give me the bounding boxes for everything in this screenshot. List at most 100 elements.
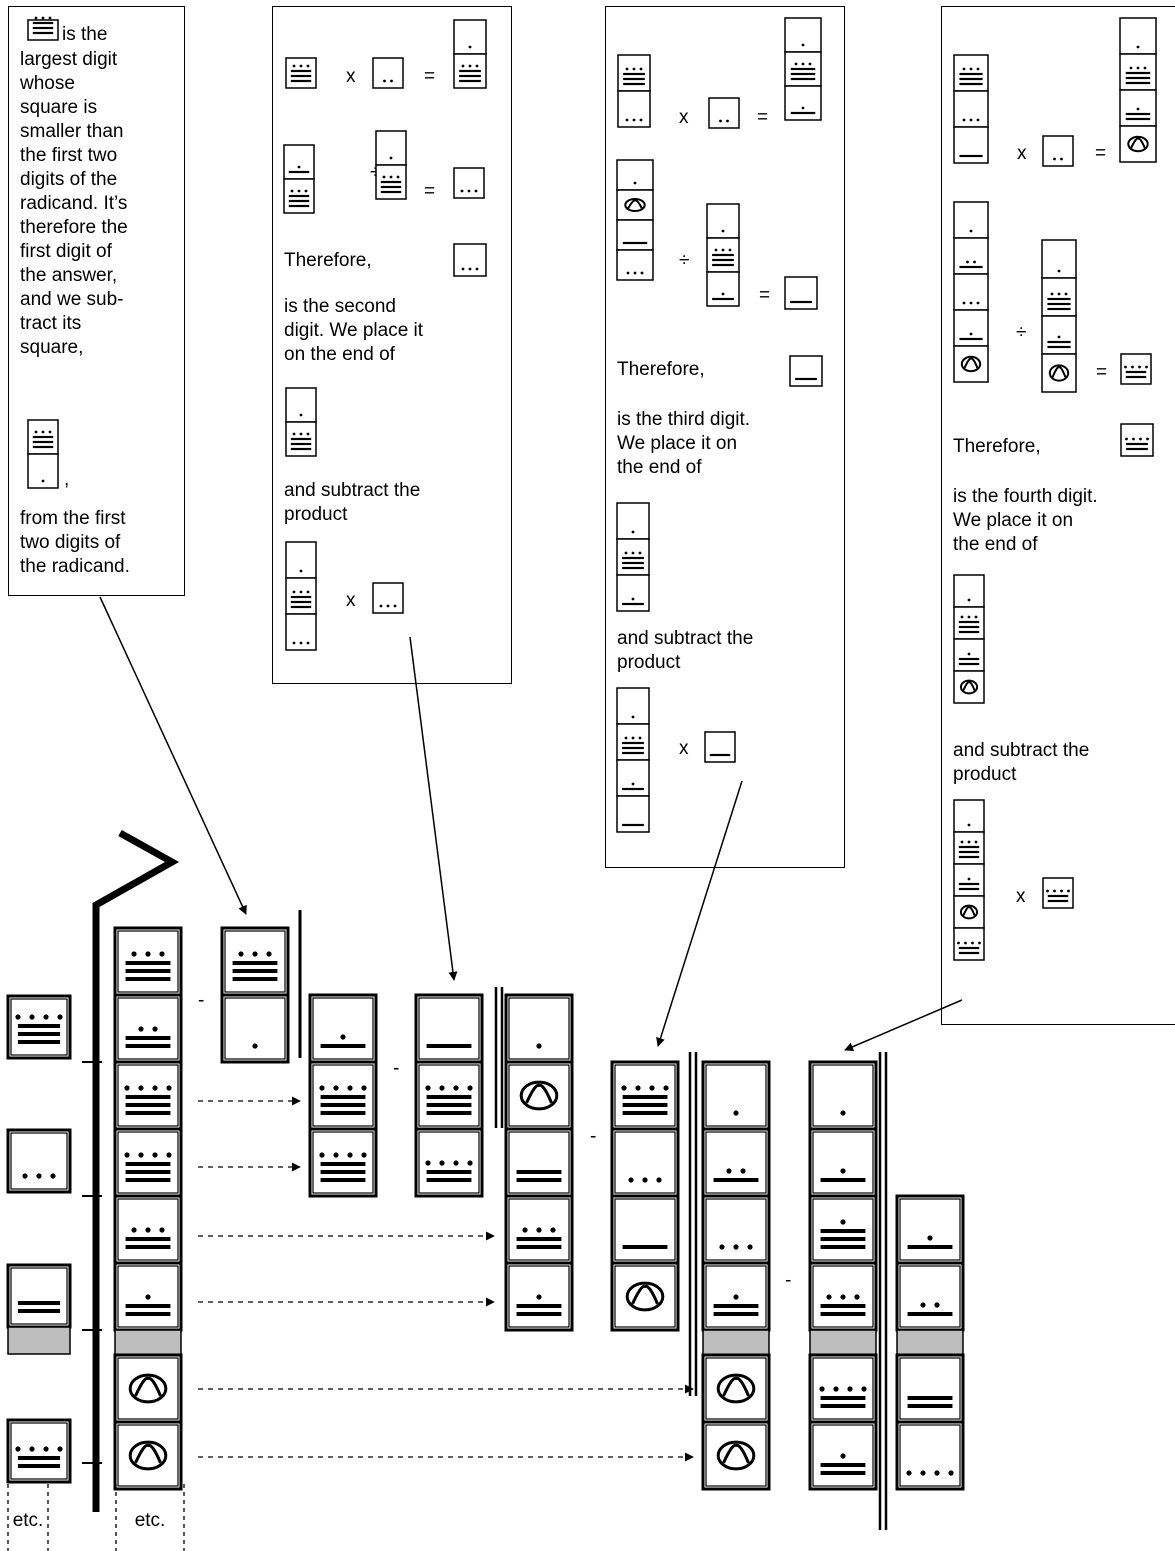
dot-stroke — [826, 1294, 832, 1300]
bar-stroke — [17, 1024, 61, 1028]
bar-stroke — [290, 442, 312, 446]
digit-cell — [504, 1127, 574, 1198]
dot-stroke — [920, 1302, 926, 1308]
bar-stroke — [958, 657, 980, 661]
digit-cell — [6, 1128, 72, 1194]
digit-cell — [616, 219, 654, 251]
digit-cell — [113, 1353, 183, 1424]
digit-cell — [6, 1263, 72, 1329]
dot-stroke — [728, 248, 732, 252]
dot-stroke — [299, 641, 303, 645]
bar-stroke — [713, 1178, 759, 1182]
dot-stroke — [1145, 365, 1148, 369]
minus-sign: - — [785, 1270, 792, 1291]
dot-stroke — [297, 189, 301, 193]
box1-line-12: tract its — [20, 313, 82, 334]
bar-stroke — [320, 1178, 366, 1182]
shell-zero-glyph — [128, 1440, 168, 1471]
bar-stroke — [320, 1170, 366, 1174]
box1-line-14: , — [64, 469, 70, 490]
dot-stroke — [1136, 45, 1140, 49]
bar-stroke — [1125, 76, 1151, 80]
shell-curve — [722, 1376, 750, 1397]
digit-cell — [414, 993, 484, 1064]
dot-stroke — [361, 1085, 367, 1091]
dot-stroke — [386, 604, 390, 608]
dot-stroke — [978, 941, 981, 945]
dot-stroke — [733, 1244, 739, 1250]
box2-text-a-0: is the second — [284, 296, 396, 317]
digit-cell — [285, 613, 317, 651]
shell-zero-glyph — [624, 198, 646, 212]
dot-stroke — [847, 1386, 853, 1392]
dot-stroke — [1146, 437, 1149, 441]
digit-cell — [1119, 125, 1157, 163]
digit-cell — [616, 759, 650, 797]
dot-stroke — [833, 1386, 839, 1392]
dot-stroke — [536, 1043, 542, 1049]
bar-stroke — [790, 67, 816, 71]
bar-stroke — [907, 1404, 953, 1408]
bar-stroke — [288, 199, 310, 203]
dot-stroke — [333, 1085, 339, 1091]
dot-stroke — [292, 590, 296, 594]
bar-stroke — [1126, 442, 1148, 446]
dot-stroke — [854, 1294, 860, 1300]
bar-stroke — [958, 855, 980, 859]
bar-stroke — [125, 1036, 171, 1040]
box4-therefore: Therefore, — [953, 436, 1041, 457]
dot-stroke — [969, 229, 973, 233]
bar-stroke — [1125, 370, 1147, 374]
bar-stroke — [125, 1312, 171, 1316]
dot-stroke — [625, 118, 629, 122]
dot-stroke — [347, 1152, 353, 1158]
digit-cell-inner — [508, 1064, 570, 1127]
digit-cell — [808, 1060, 878, 1131]
digit-cell — [504, 1060, 574, 1131]
dot-stroke — [138, 1085, 144, 1091]
bar-stroke — [820, 1312, 866, 1316]
dot-stroke — [467, 1160, 473, 1166]
dot-stroke — [468, 267, 472, 271]
etc-label: etc. — [12, 1510, 44, 1531]
digit-cell — [375, 130, 407, 166]
dot-stroke — [663, 1085, 669, 1091]
digit-cell-inner — [614, 1265, 676, 1328]
dot-stroke — [41, 430, 45, 434]
box3-text-b-1: product — [617, 652, 681, 673]
box3-text-a-0: is the third digit. — [617, 409, 751, 430]
bar-stroke — [516, 1237, 562, 1241]
dot-stroke — [726, 1168, 732, 1174]
times-sign: x — [346, 590, 356, 611]
dot-stroke — [626, 271, 630, 275]
box4-text-b-1: product — [953, 764, 1017, 785]
bar-stroke — [958, 951, 980, 955]
dot-stroke — [1131, 365, 1134, 369]
dot-stroke — [631, 597, 635, 601]
digit-cell — [285, 57, 317, 89]
bar-stroke — [1047, 899, 1069, 903]
dot-stroke — [967, 615, 971, 619]
digit-cell — [1119, 17, 1157, 55]
digit-cell — [504, 993, 574, 1064]
shell-curve — [627, 199, 643, 209]
bar-stroke — [820, 1404, 866, 1408]
digit-cell — [701, 1194, 771, 1265]
dot-stroke — [522, 1227, 528, 1233]
bar-stroke — [958, 662, 980, 666]
digit-cell-inner — [117, 1357, 179, 1420]
dot-stroke — [628, 1177, 634, 1183]
shell-curve — [963, 357, 979, 369]
dot-stroke — [29, 1446, 35, 1452]
shell-curve — [962, 681, 976, 691]
dot-stroke — [396, 175, 400, 179]
digit-cell — [706, 271, 740, 307]
dot-stroke — [43, 1014, 49, 1020]
digit-cell-inner — [812, 1198, 874, 1261]
bar-stroke — [958, 630, 980, 634]
shell-curve — [962, 906, 976, 916]
digit-cell — [784, 276, 818, 310]
digit-cell-inner — [418, 1131, 480, 1194]
box3-text-a-1: We place it on — [617, 433, 738, 454]
dot-stroke — [299, 432, 303, 436]
